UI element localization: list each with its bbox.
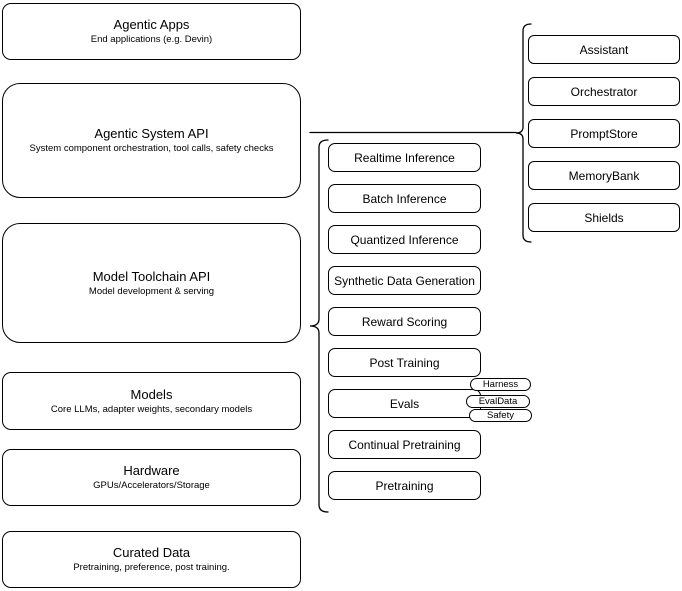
box-curated-data: Curated Data Pretraining, preference, po…: [2, 531, 301, 588]
toolchain-item-continual-pretraining: Continual Pretraining: [328, 430, 481, 459]
evals-tag-harness: Harness: [470, 378, 531, 391]
box-subtitle: Model development & serving: [88, 285, 215, 297]
toolchain-item-quantized-inference: Quantized Inference: [328, 225, 481, 254]
box-agentic-apps: Agentic Apps End applications (e.g. Devi…: [2, 3, 301, 60]
component-memorybank: MemoryBank: [528, 161, 680, 190]
component-orchestrator: Orchestrator: [528, 77, 680, 106]
toolchain-item-label: Quantized Inference: [350, 232, 459, 247]
toolchain-brace: [309, 139, 329, 513]
box-subtitle: End applications (e.g. Devin): [90, 34, 213, 45]
box-subtitle: Pretraining, preference, post training.: [73, 562, 230, 573]
component-shields: Shields: [528, 203, 680, 232]
box-subtitle: System component orchestration, tool cal…: [29, 143, 274, 154]
box-title: Agentic System API: [94, 126, 209, 141]
toolchain-item-post-training: Post Training: [328, 348, 481, 377]
box-models: Models Core LLMs, adapter weights, secon…: [2, 372, 301, 430]
box-hardware: Hardware GPUs/Accelerators/Storage: [2, 449, 301, 506]
box-agentic-system-api: Agentic System API System component orch…: [2, 83, 301, 198]
component-label: MemoryBank: [568, 168, 640, 183]
toolchain-item-label: Reward Scoring: [361, 314, 448, 329]
box-title: Model Toolchain API: [92, 268, 211, 284]
box-model-toolchain-api: Model Toolchain API Model development & …: [2, 223, 301, 343]
toolchain-item-label: Realtime Inference: [354, 150, 455, 165]
box-title: Hardware: [123, 463, 180, 478]
toolchain-item-label: Pretraining: [375, 478, 434, 493]
component-label: PromptStore: [570, 126, 638, 141]
toolchain-item-label: Batch Inference: [362, 191, 447, 206]
components-brace: [515, 23, 532, 243]
toolchain-item-reward-scoring: Reward Scoring: [328, 307, 481, 336]
component-promptstore: PromptStore: [528, 119, 680, 148]
box-title: Agentic Apps: [113, 17, 190, 32]
box-title: Models: [130, 386, 173, 402]
toolchain-item-label: Post Training: [369, 355, 440, 370]
box-title: Curated Data: [112, 545, 191, 560]
toolchain-item-batch-inference: Batch Inference: [328, 184, 481, 213]
component-label: Shields: [584, 210, 624, 225]
toolchain-item-pretraining: Pretraining: [328, 471, 481, 500]
toolchain-item-label: Continual Pretraining: [348, 437, 461, 452]
toolchain-item-realtime-inference: Realtime Inference: [328, 143, 481, 172]
box-subtitle: GPUs/Accelerators/Storage: [93, 480, 210, 491]
box-subtitle: Core LLMs, adapter weights, secondary mo…: [50, 403, 253, 415]
component-assistant: Assistant: [528, 35, 680, 64]
toolchain-item-evals: Evals: [328, 389, 481, 418]
evals-tag-label: Harness: [482, 379, 519, 390]
evals-tag-label: Safety: [487, 410, 514, 421]
toolchain-item-label: Evals: [389, 396, 420, 411]
evals-tag-safety: Safety: [469, 409, 532, 422]
toolchain-item-label: Synthetic Data Generation: [334, 273, 475, 288]
evals-tag-label: EvalData: [478, 396, 518, 407]
component-label: Orchestrator: [570, 84, 638, 99]
toolchain-item-synthetic-data-generation: Synthetic Data Generation: [328, 266, 481, 295]
evals-tag-evaldata: EvalData: [466, 395, 530, 408]
component-label: Assistant: [579, 42, 629, 57]
